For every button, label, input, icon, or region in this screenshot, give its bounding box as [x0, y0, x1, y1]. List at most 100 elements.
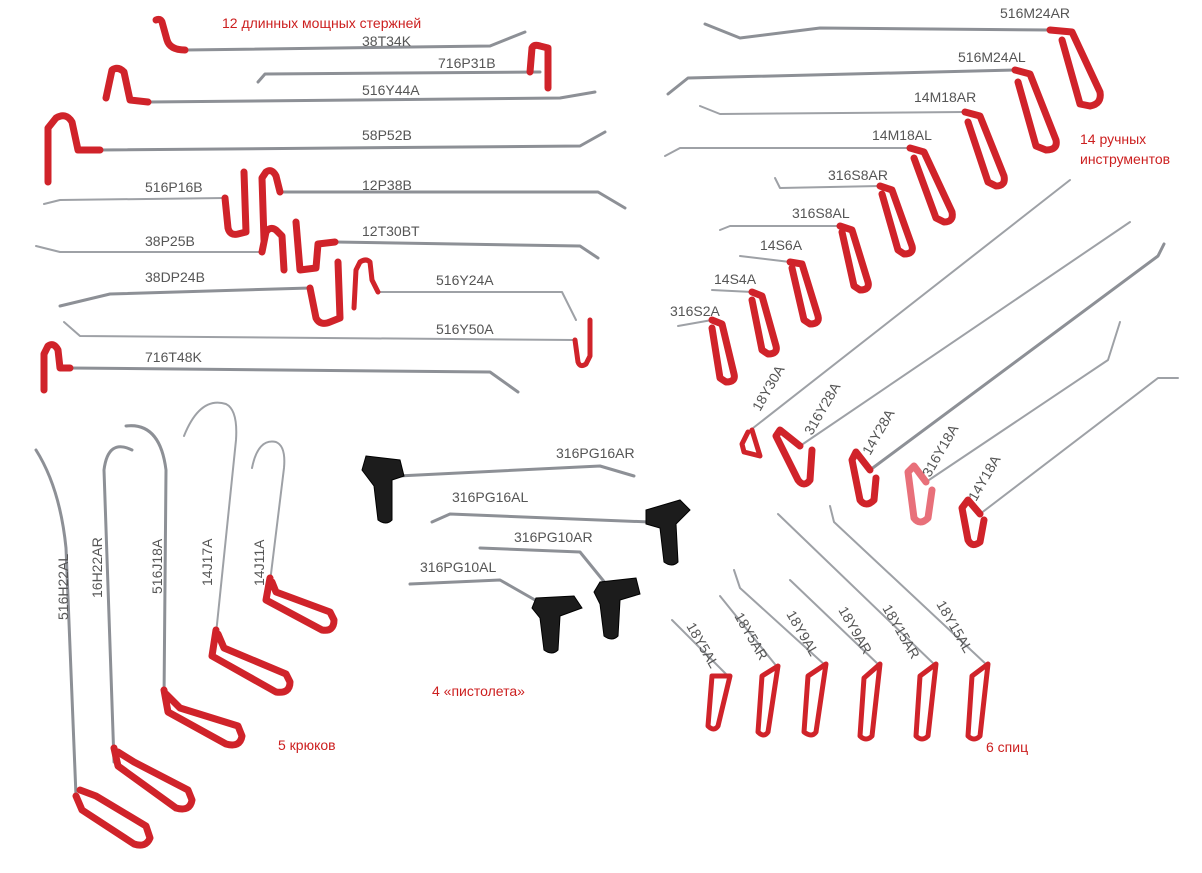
rod-14J11A — [251, 440, 286, 583]
handle-516Y44A — [102, 64, 152, 106]
handle-516Y24A — [351, 257, 381, 311]
rod-516M24AL — [666, 68, 1017, 96]
group-label-pistols: 4 «пистолета» — [432, 683, 525, 699]
group-label-hand-tools-1: 14 ручных — [1080, 131, 1146, 147]
rod-16H22AR — [102, 445, 134, 764]
handle-14Y28A — [848, 448, 880, 508]
label-58P52B: 58P52B — [362, 127, 412, 143]
label-316PG10AR: 316PG10AR — [514, 529, 593, 545]
label-316Y28A: 316Y28A — [801, 379, 844, 437]
handle-316Y18A — [904, 462, 936, 526]
rod-516J18A — [124, 424, 168, 702]
label-16H22AR: 16H22AR — [89, 537, 105, 598]
label-516M24AR: 516M24AR — [1000, 5, 1070, 21]
rod-18Y15AR — [777, 513, 937, 667]
label-516P16B: 516P16B — [145, 179, 203, 195]
label-716P31B: 716P31B — [438, 55, 496, 71]
label-516M24AL: 516M24AL — [958, 49, 1026, 65]
label-516H22AL: 516H22AL — [55, 554, 71, 620]
rod-316Y28A — [799, 221, 1131, 447]
rod-516Y44A — [146, 90, 597, 104]
handle-18Y9AL — [801, 661, 829, 738]
handle-516M24AR — [1046, 26, 1104, 110]
handle-516Y50A — [572, 317, 593, 369]
pistol-grip-316PG10AL — [531, 595, 583, 654]
label-316S8AR: 316S8AR — [828, 167, 888, 183]
handle-14S4A — [748, 288, 780, 358]
label-316S8AL: 316S8AL — [792, 205, 850, 221]
label-18Y5AL: 18Y5AL — [683, 620, 722, 671]
rod-316S8AL — [719, 225, 841, 231]
label-18Y15AR: 18Y15AR — [879, 602, 923, 662]
rod-316PG16AR — [396, 464, 636, 478]
label-38T34K: 38T34K — [362, 33, 412, 49]
rod-316PG10AR — [478, 546, 608, 586]
handle-38P25B — [258, 224, 288, 274]
rod-12T30BT — [333, 240, 600, 260]
rod-58P52B — [98, 130, 607, 152]
rod-516Y24A — [377, 291, 577, 321]
group-label-hand-tools-2: инструментов — [1080, 151, 1170, 167]
rod-316Y18A — [925, 321, 1121, 483]
handle-14M18AR — [961, 108, 1008, 190]
label-316PG16AL: 316PG16AL — [452, 489, 528, 505]
rod-14M18AR — [699, 105, 966, 115]
handle-18Y30A — [739, 427, 763, 459]
label-14J11A: 14J11A — [251, 539, 267, 586]
handle-14S6A — [786, 258, 822, 328]
handle-316S8AL — [836, 222, 872, 294]
rod-516M24AR — [703, 22, 1052, 40]
rod-14Y28A — [868, 242, 1166, 472]
handle-16H22AR — [110, 744, 196, 813]
handle-716T48K — [40, 341, 74, 394]
label-516Y24A: 516Y24A — [436, 272, 494, 288]
label-316S2A: 316S2A — [670, 303, 720, 319]
hooks-group: 5 крюков 516H22AL 16H22AR 516J18A 14J17A… — [34, 401, 338, 849]
handle-316Y28A — [772, 426, 816, 488]
label-14S6A: 14S6A — [760, 237, 803, 253]
label-316PG16AR: 316PG16AR — [556, 445, 635, 461]
label-38P25B: 38P25B — [145, 233, 195, 249]
handle-14M18AL — [906, 144, 956, 226]
label-516J18A: 516J18A — [149, 538, 165, 594]
rod-14M18AL — [664, 147, 911, 157]
label-14Y28A: 14Y28A — [859, 406, 898, 458]
label-14M18AR: 14M18AR — [914, 89, 976, 105]
rod-516H22AL — [34, 448, 78, 798]
handle-18Y5AR — [755, 663, 781, 738]
group-label-hooks: 5 крюков — [278, 737, 336, 753]
label-716T48K: 716T48K — [145, 349, 202, 365]
handle-516H22AL — [72, 786, 154, 849]
handle-38T34K — [152, 15, 189, 54]
label-516Y44A: 516Y44A — [362, 82, 420, 98]
handle-716P31B — [526, 41, 552, 92]
rod-38T34K — [183, 30, 527, 52]
handle-18Y9AR — [857, 661, 883, 742]
rod-316PG10AL — [408, 578, 544, 606]
pistols-group: 4 «пистолета» 316PG16AR 316PG16AL 316PG1… — [361, 445, 691, 699]
hand-tools-group: 14 ручных инструментов 516M24AR 516M24AL… — [664, 5, 1179, 549]
label-14J17A: 14J17A — [199, 538, 215, 586]
label-12P38B: 12P38B — [362, 177, 412, 193]
label-316PG10AL: 316PG10AL — [420, 559, 496, 575]
rod-316S2A — [677, 319, 713, 327]
handle-58P52B — [44, 112, 104, 186]
handle-12T30BT — [292, 218, 339, 274]
rod-14S4A — [711, 289, 753, 293]
rod-18Y15AL — [829, 505, 989, 667]
handle-12P38B — [258, 167, 284, 244]
handle-316S8AR — [876, 182, 916, 258]
rod-716T48K — [68, 366, 520, 394]
rod-38DP24B — [58, 286, 312, 308]
rod-316S8AR — [774, 177, 881, 189]
label-12T30BT: 12T30BT — [362, 223, 420, 239]
handle-14J17A — [208, 626, 294, 696]
handle-14J11A — [262, 574, 338, 634]
handle-516P16B — [221, 168, 250, 238]
label-14Y18A: 14Y18A — [965, 452, 1004, 504]
rod-316PG16AL — [430, 512, 652, 524]
rod-18Y5AL — [671, 619, 731, 679]
rod-18Y30A — [747, 179, 1071, 433]
rod-18Y9AR — [789, 579, 881, 667]
